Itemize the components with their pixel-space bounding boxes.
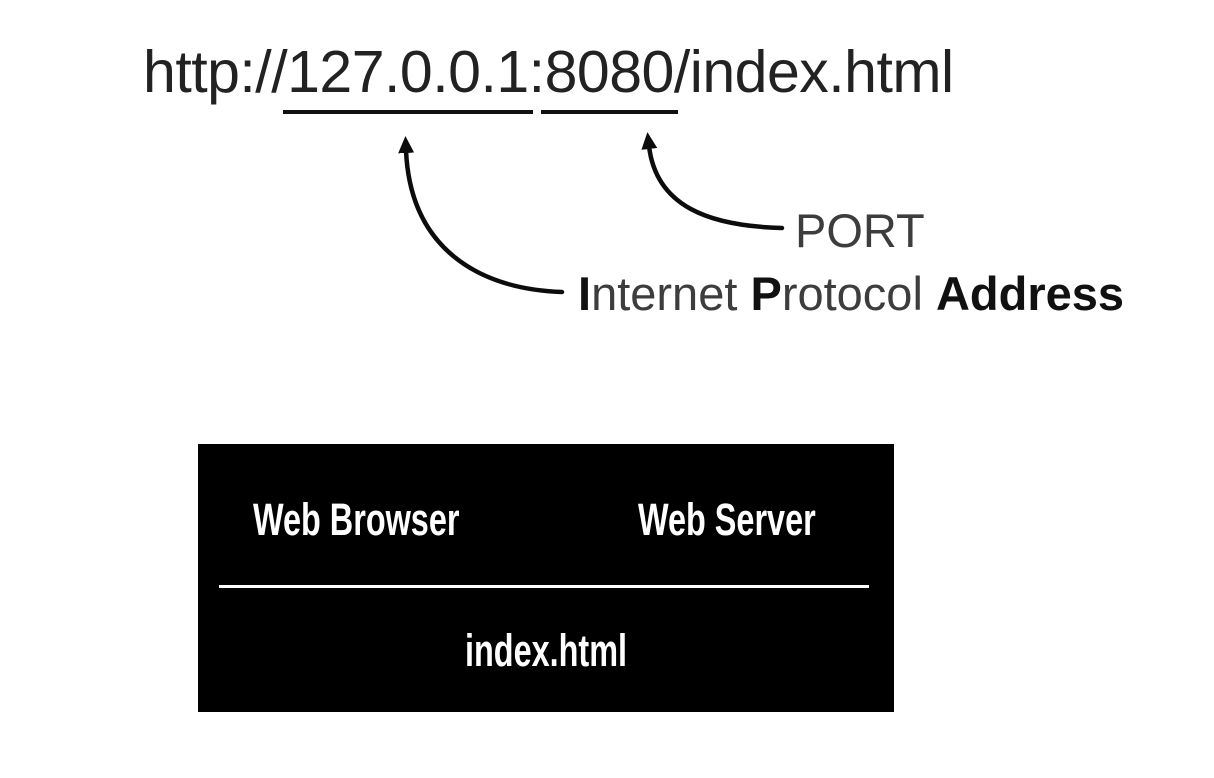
- url-colon-separator: :: [528, 39, 545, 105]
- url-port-number: 8080: [540, 39, 678, 114]
- divider-line: [219, 585, 869, 588]
- ip-label-initial-i: I: [578, 267, 592, 320]
- web-server-label: Web Server: [638, 494, 816, 545]
- url-ip-address: 127.0.0.1: [283, 39, 533, 114]
- ip-address-label: Internet Protocol Address: [578, 267, 1124, 321]
- file-name-label: index.html: [464, 625, 628, 676]
- url-scheme-prefix: http://: [143, 39, 288, 105]
- ip-label-initial-p: P: [750, 267, 782, 320]
- url-text: http://127.0.0.1:8080/index.html: [143, 39, 954, 114]
- curved-arrow-to-port-icon: [641, 132, 785, 231]
- ip-label-address-word: Address: [935, 267, 1125, 320]
- url-file-path: /index.html: [673, 39, 954, 105]
- curved-arrow-to-ip-icon: [398, 136, 565, 295]
- web-browser-label: Web Browser: [253, 494, 460, 545]
- client-server-box: Web Browser Web Server index.html: [198, 444, 894, 712]
- ip-label-rotocol: rotocol: [781, 267, 936, 320]
- port-label: PORT: [795, 204, 925, 257]
- ip-label-nternet: nternet: [591, 267, 751, 320]
